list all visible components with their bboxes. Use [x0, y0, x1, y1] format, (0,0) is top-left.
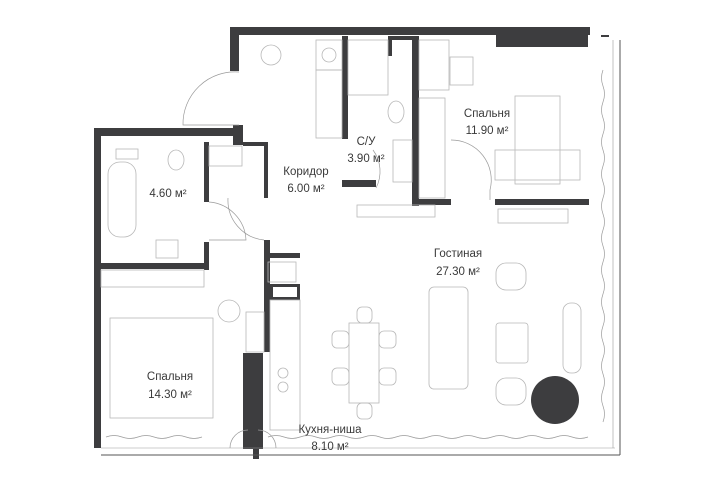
- room-area: 6.00 м²: [287, 183, 324, 195]
- room-area: 3.90 м²: [347, 153, 384, 165]
- toilet-icon: [387, 100, 405, 124]
- bed-icon: [109, 317, 214, 419]
- sofa-icon: [428, 286, 469, 390]
- chair-icon: [449, 56, 474, 86]
- armchair-icon: [495, 262, 527, 291]
- room-name: Кухня-ниша: [298, 424, 362, 436]
- tv-icon: [562, 302, 582, 374]
- bed-icon: [514, 95, 561, 185]
- washer-icon: [315, 39, 343, 71]
- kitchen-counter-icon: [269, 299, 301, 431]
- toilet-icon: [167, 149, 185, 171]
- walls: [94, 27, 609, 459]
- room-area: 8.10 м²: [311, 441, 348, 453]
- room-name: Спальня: [147, 371, 193, 383]
- dining-table-icon: [348, 322, 380, 404]
- window-lines: [101, 40, 621, 456]
- room-area: 4.60 м²: [149, 188, 186, 200]
- wardrobe-icon: [315, 69, 343, 139]
- wardrobe-icon: [100, 269, 205, 288]
- room-area: 27.30 м²: [436, 266, 480, 278]
- round-table-icon: [531, 376, 579, 424]
- armchair-icon: [495, 377, 527, 406]
- room-name: Коридор: [283, 166, 328, 178]
- room-name: Спальня: [464, 108, 510, 120]
- table-icon: [217, 299, 241, 323]
- sink-icon: [155, 239, 179, 259]
- room-labels: Спальня 11.90 м² С/У 3.90 м² Коридор 6.0…: [147, 108, 510, 453]
- room-area: 11.90 м²: [466, 125, 509, 137]
- sink-icon: [392, 139, 413, 183]
- bathtub-icon: [107, 161, 137, 238]
- radiator-icon: [497, 208, 569, 224]
- desk-icon: [418, 39, 450, 91]
- room-name: Гостиная: [434, 248, 482, 260]
- room-area: 14.30 м²: [148, 389, 192, 401]
- wardrobe-icon: [208, 145, 243, 167]
- room-name: С/У: [357, 136, 377, 148]
- table-icon: [260, 44, 282, 66]
- stove-icon: [267, 261, 297, 283]
- wardrobe-icon: [418, 97, 446, 199]
- shower-icon: [347, 39, 389, 96]
- doors: [182, 71, 492, 449]
- furniture: [100, 39, 582, 431]
- coffee-table-icon: [495, 322, 529, 364]
